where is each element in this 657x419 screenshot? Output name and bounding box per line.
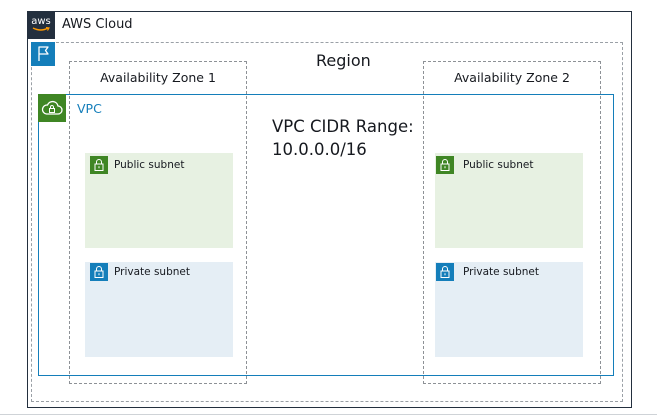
aws-logo-text: aws [31,15,51,27]
public-subnet-az1-label: Public subnet [114,159,185,171]
private-subnet-az2-label: Private subnet [463,266,539,278]
private-subnet-az1 [85,262,233,357]
public-subnet-az2-label: Public subnet [463,159,534,171]
private-subnet-lock-icon [436,263,454,281]
private-subnet-az2 [435,262,583,357]
public-subnet-lock-icon [90,156,108,174]
aws-cloud-group [27,11,632,408]
vpc-cidr-range-label: VPC CIDR Range: [272,117,414,136]
public-subnet-az2 [435,153,583,248]
availability-zone-1-label: Availability Zone 1 [100,70,216,85]
availability-zone-2 [423,61,601,384]
private-subnet-lock-icon [90,263,108,281]
aws-logo-icon: aws [27,11,55,39]
region-group [31,42,623,402]
region-label: Region [316,51,371,70]
availability-zone-2-label: Availability Zone 2 [454,70,570,85]
vpc-label: VPC [77,101,102,116]
private-subnet-az1-label: Private subnet [114,266,190,278]
vpc-group [38,94,614,376]
aws-smile-icon [32,26,50,31]
bottom-divider [0,414,657,415]
vpc-cloud-lock-icon [38,94,66,122]
vpc-cidr-range-value: 10.0.0.0/16 [272,140,367,159]
availability-zone-1 [69,61,247,384]
aws-cloud-label: AWS Cloud [62,17,133,32]
region-flag-icon [31,42,55,66]
public-subnet-az1 [85,153,233,248]
public-subnet-lock-icon [436,156,454,174]
